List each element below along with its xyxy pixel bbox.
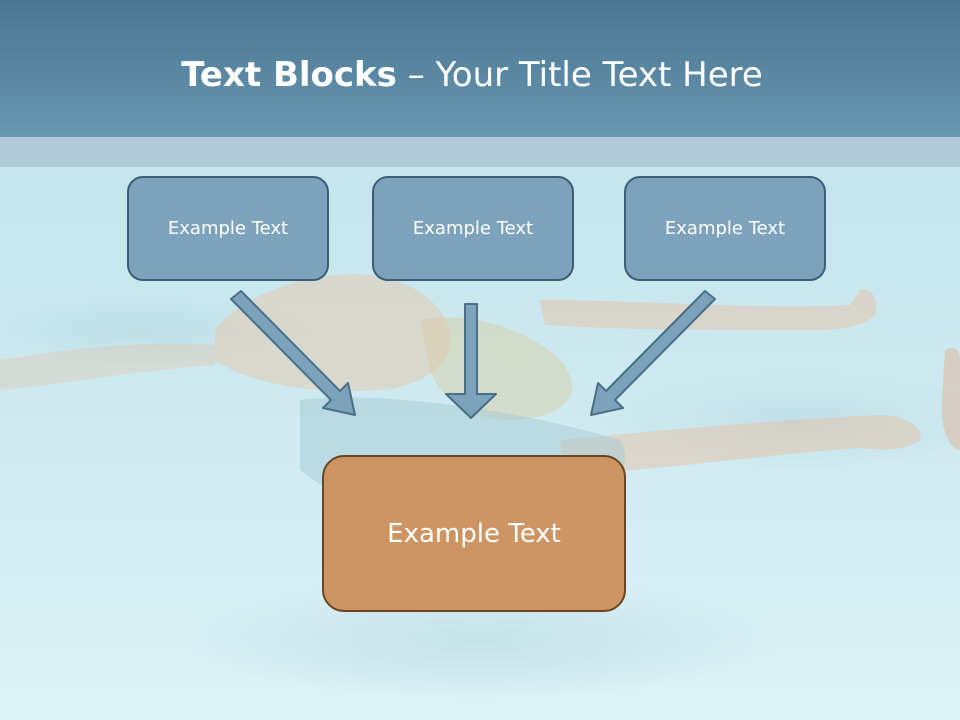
title-bold-text: Text Blocks <box>181 55 397 95</box>
example-text-block-3: Example Text <box>624 176 826 281</box>
title-bar <box>0 0 960 137</box>
arrow-down-right <box>230 290 356 416</box>
example-text-result-block: Example Text <box>322 455 626 612</box>
title-underline-band <box>0 137 960 167</box>
example-text-block-2: Example Text <box>372 176 574 281</box>
slide-title: Text Blocks – Your Title Text Here <box>0 52 944 98</box>
example-text-block-1: Example Text <box>127 176 329 281</box>
arrow-down-left <box>590 290 716 416</box>
title-dash: – <box>396 55 436 95</box>
arrow-down <box>445 303 497 419</box>
title-rest-text: Your Title Text Here <box>435 55 763 95</box>
